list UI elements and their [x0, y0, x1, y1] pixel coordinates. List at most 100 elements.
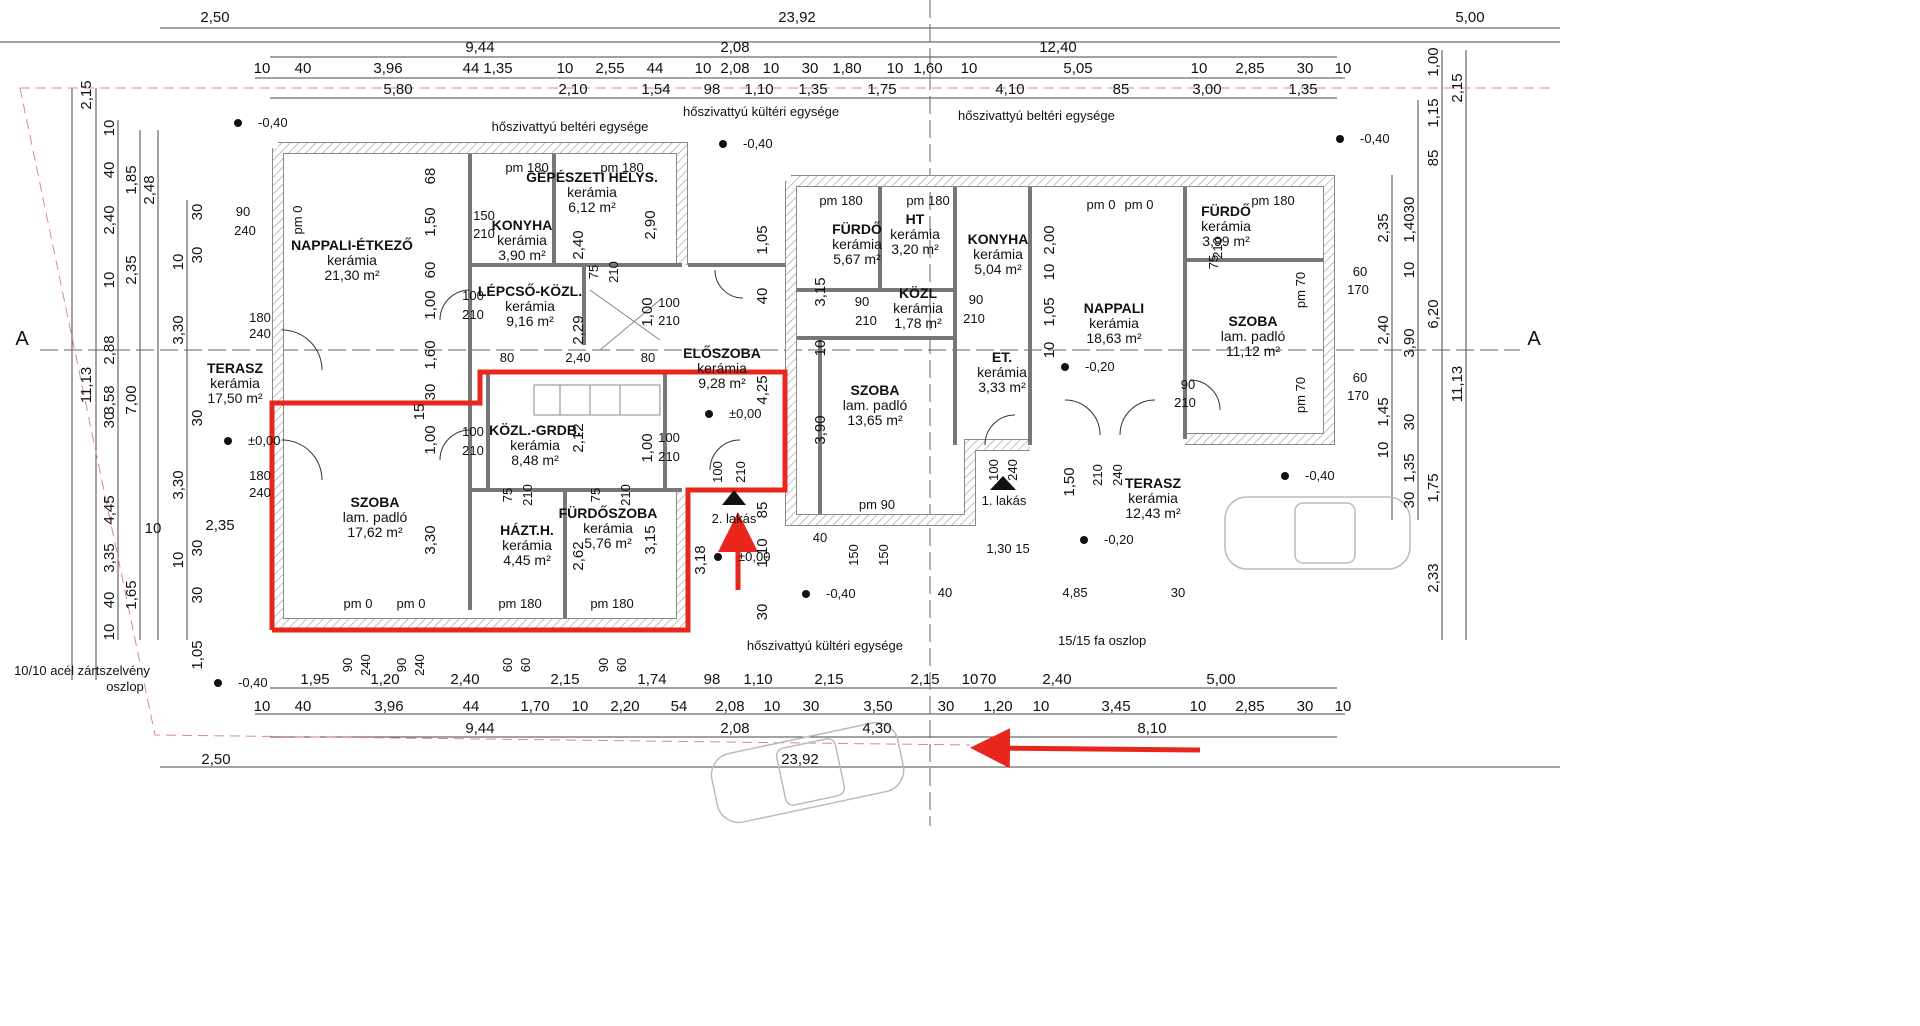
room-floor: kerámia: [1089, 315, 1139, 331]
opening-label: 240: [234, 223, 256, 238]
opening-label: 60: [1353, 370, 1367, 385]
dimension-label: 2,90: [642, 210, 659, 239]
dimension-label: 3,50: [863, 698, 892, 715]
annotation: hőszivattyú beltéri egysége: [492, 119, 649, 134]
dimension-label: 10: [887, 60, 904, 77]
dimension-label: 4,10: [995, 81, 1024, 98]
opening-label: 60: [518, 658, 533, 672]
dimension-label: 44: [647, 60, 664, 77]
dimension-label: 30: [189, 540, 206, 557]
opening-label: 150: [473, 208, 495, 223]
dimension-label: 30: [754, 604, 771, 621]
room-name: KÖZL: [899, 285, 938, 301]
dimension-label: 23,92: [778, 9, 816, 26]
room-area: 18,63 m²: [1086, 330, 1142, 346]
dimension-label: 10: [1041, 342, 1058, 359]
dimension-label: 44: [463, 698, 480, 715]
opening-label: 150: [876, 544, 891, 566]
interior-walls: [284, 154, 1323, 618]
dimension-label: 40: [295, 698, 312, 715]
dimension-label: 1,50: [422, 207, 439, 236]
level-marker: -0,40: [826, 586, 856, 601]
room-floor: kerámia: [510, 437, 560, 453]
room-area: 5,04 m²: [974, 261, 1022, 277]
dimension-label: 30: [1401, 414, 1418, 431]
dimension-label: 3,90: [1401, 328, 1418, 357]
opening-label: 40: [938, 585, 952, 600]
opening-label: pm 180: [906, 193, 949, 208]
dimension-label: 23,92: [781, 751, 819, 768]
room-floor: kerámia: [583, 520, 633, 536]
dimension-label: 3,96: [374, 698, 403, 715]
room-floor: kerámia: [502, 537, 552, 553]
dimension-label: 1,00: [639, 433, 656, 462]
room-area: 17,62 m²: [347, 524, 403, 540]
opening-label: 90: [1181, 377, 1195, 392]
opening-label: 240: [1005, 459, 1020, 481]
level-marker: -0,40: [238, 675, 268, 690]
dimension-label: 10: [1190, 698, 1207, 715]
room-area: 3,99 m²: [1202, 233, 1250, 249]
opening-label: pm 70: [1293, 377, 1308, 413]
room-name: GÉPÉSZETI HELYS.: [526, 169, 658, 185]
dimension-label: 30: [803, 698, 820, 715]
dimension-label: 10: [962, 671, 979, 688]
room-name: FÜRDŐSZOBA: [559, 504, 658, 521]
dimension-label: 2,48: [141, 175, 158, 204]
room-area: 9,28 m²: [698, 375, 746, 391]
dimension-label: 2,33: [1425, 563, 1442, 592]
dimension-label: 2,40: [101, 205, 118, 234]
dimension-label: 10: [557, 60, 574, 77]
dimension-label: 1,40: [1401, 213, 1418, 242]
dimension-label: 1,60: [422, 340, 439, 369]
dimension-label: 40: [295, 60, 312, 77]
opening-label: 1,30 15: [986, 541, 1029, 556]
room-name: SZOBA: [351, 494, 400, 510]
opening-label: 90: [394, 658, 409, 672]
opening-label: 100: [658, 295, 680, 310]
room-floor: kerámia: [697, 360, 747, 376]
opening-label: 60: [1353, 264, 1367, 279]
room-area: 3,33 m²: [978, 379, 1026, 395]
dimension-label: 85: [754, 502, 771, 519]
dimension-label: 40: [101, 162, 118, 179]
dimension-label: 10: [101, 120, 118, 137]
property-line: [19, 87, 1555, 746]
room-area: 9,16 m²: [506, 313, 554, 329]
dimension-label: 10: [1033, 698, 1050, 715]
level-marker-icon: [1080, 536, 1088, 544]
dimension-label: 1,35: [1401, 453, 1418, 482]
dimension-label: 2,10: [558, 81, 587, 98]
dimension-label: 2,85: [1235, 60, 1264, 77]
dimension-label: 1,35: [483, 60, 512, 77]
opening-label: 75: [588, 488, 603, 502]
opening-label: pm 0: [290, 206, 305, 235]
room-area: 6,12 m²: [568, 199, 616, 215]
room-floor: kerámia: [497, 232, 547, 248]
level-marker-icon: [1336, 135, 1344, 143]
dimension-label: 30: [189, 204, 206, 221]
room-floor: kerámia: [505, 298, 555, 314]
dimension-label: 40: [754, 288, 771, 305]
opening-label: pm 180: [505, 160, 548, 175]
opening-label: 240: [358, 654, 373, 676]
opening-label: 90: [236, 204, 250, 219]
opening-label: pm 70: [1293, 272, 1308, 308]
dimension-label: 11,13: [1449, 366, 1466, 402]
dimension-label: 2,50: [201, 751, 230, 768]
annotation: hőszivattyú kültéri egysége: [747, 638, 903, 653]
room-name: KÖZL.-GRDB.: [489, 422, 581, 438]
dimension-label: 1,75: [1425, 473, 1442, 502]
dimension-label: 1,00: [639, 297, 656, 326]
dimension-label: 85: [1425, 150, 1442, 167]
dimension-label: 6,20: [1425, 299, 1442, 328]
opening-label: 210: [462, 307, 484, 322]
room-area: 11,12 m²: [1226, 343, 1281, 359]
room-name: ET.: [992, 349, 1012, 365]
opening-label: pm 0: [344, 596, 373, 611]
dimension-label: 30: [101, 412, 118, 429]
dimension-label: 1,20: [370, 671, 399, 688]
dimension-label: 2,88: [101, 335, 118, 364]
dimension-label: 15: [411, 404, 428, 421]
opening-label: 210: [963, 311, 985, 326]
